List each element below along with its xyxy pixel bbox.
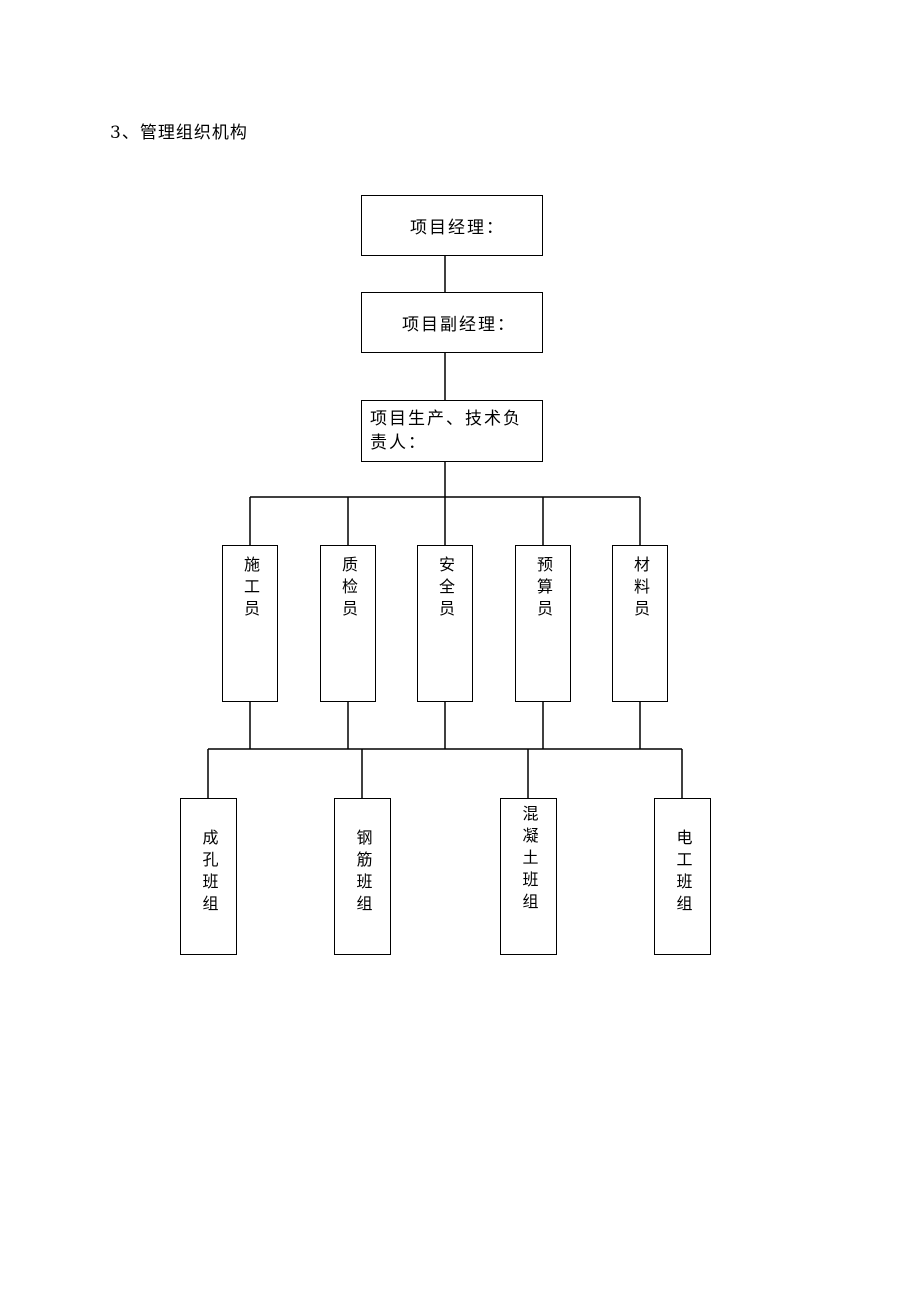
team-label: 电工班组 (673, 829, 693, 917)
deputy-manager-box: 项目副经理： (361, 292, 543, 353)
page-heading: 3、管理组织机构 (110, 123, 248, 143)
project-manager-box: 项目经理： (361, 195, 543, 256)
project-manager-label: 项目经理： (410, 218, 505, 238)
staff-box-budget: 预算员 (515, 545, 571, 702)
technical-lead-box: 项目生产、技术负责人： (361, 400, 543, 462)
staff-label: 施工员 (241, 556, 260, 622)
team-box-concrete: 混凝土班组 (500, 798, 557, 955)
team-label: 混凝土班组 (519, 805, 539, 915)
staff-label: 质检员 (339, 556, 358, 622)
team-box-drilling: 成孔班组 (180, 798, 237, 955)
team-box-electrical: 电工班组 (654, 798, 711, 955)
staff-label: 安全员 (436, 556, 455, 622)
team-label: 成孔班组 (199, 829, 219, 917)
staff-box-safety: 安全员 (417, 545, 473, 702)
deputy-manager-label: 项目副经理： (402, 315, 516, 335)
staff-box-materials: 材料员 (612, 545, 668, 702)
staff-label: 预算员 (534, 556, 553, 622)
staff-label: 材料员 (631, 556, 650, 622)
team-label: 钢筋班组 (353, 829, 373, 917)
technical-lead-label: 项目生产、技术负责人： (370, 409, 522, 453)
team-box-rebar: 钢筋班组 (334, 798, 391, 955)
staff-box-quality: 质检员 (320, 545, 376, 702)
staff-box-construction: 施工员 (222, 545, 278, 702)
